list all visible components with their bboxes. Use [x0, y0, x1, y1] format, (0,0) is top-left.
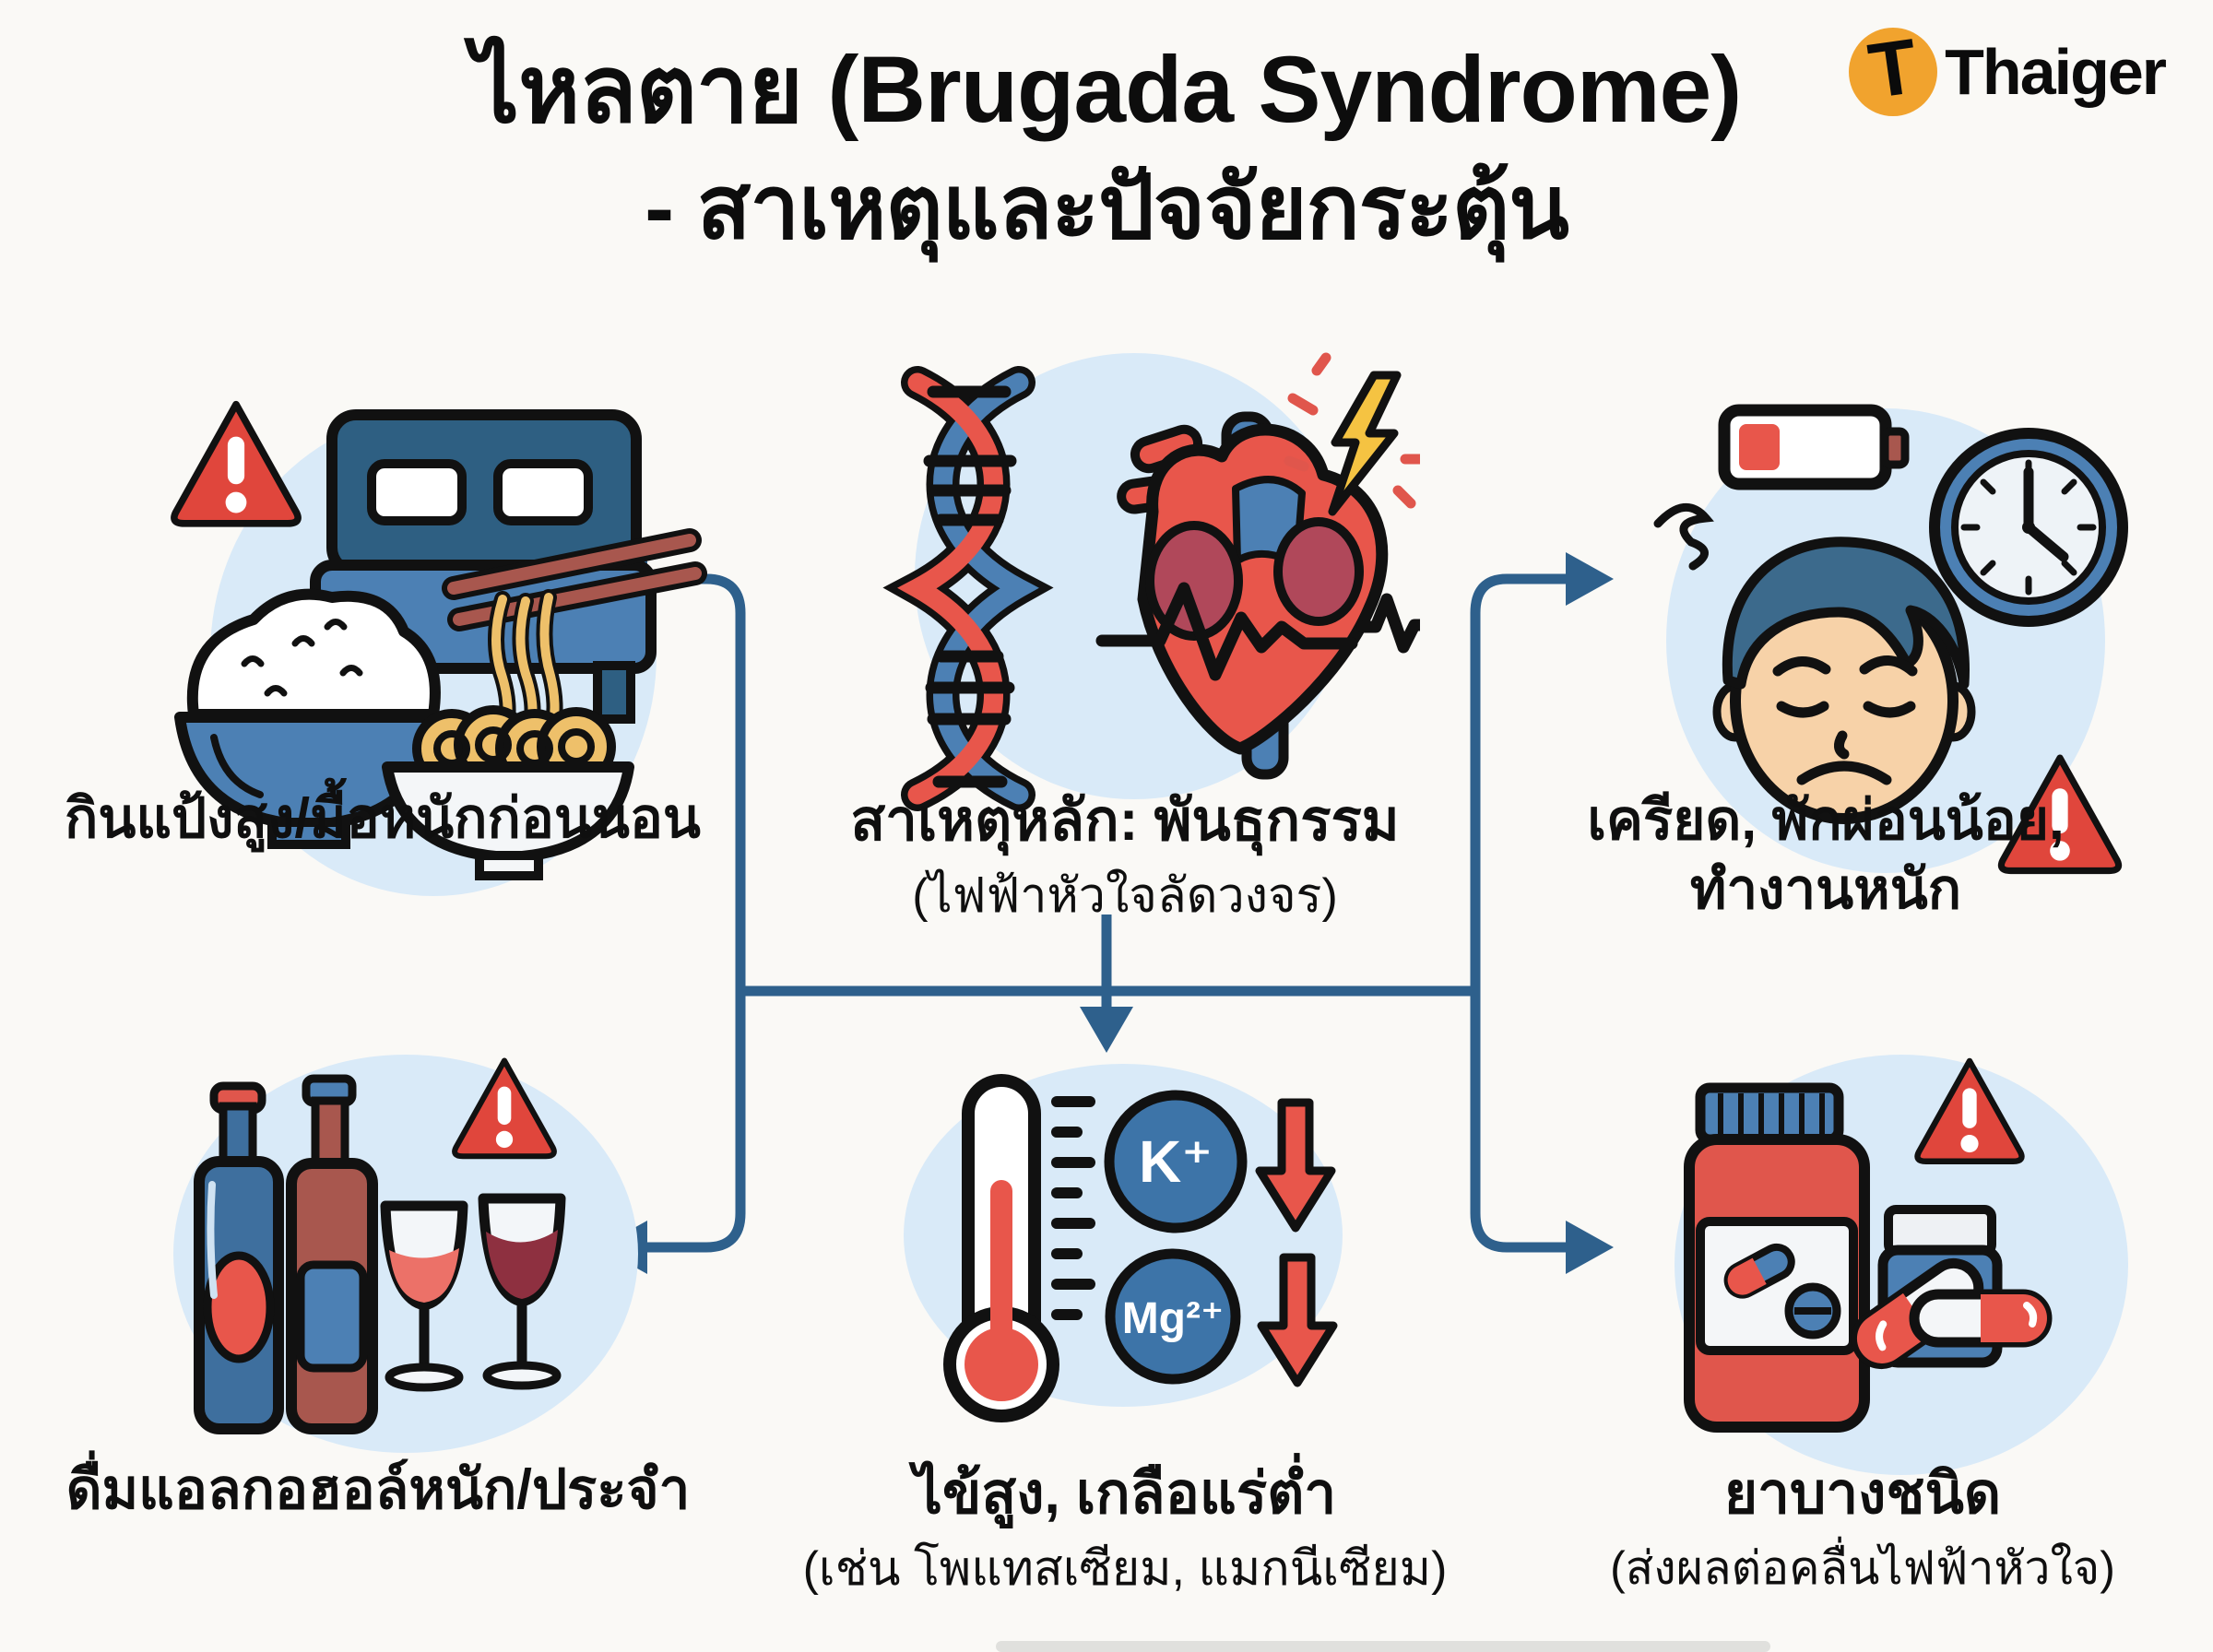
- arrowhead-top-right: [1566, 552, 1614, 606]
- title-line-1: ไหลตาย (Brugada Syndrome): [471, 37, 1742, 142]
- stress-line-2: ทำงานหนัก: [1689, 858, 1962, 920]
- lightning-icon: [1284, 352, 1420, 516]
- dna-icon: [882, 366, 1054, 811]
- warning-icon: [174, 405, 298, 524]
- wine-glass-dark-icon: [478, 1193, 566, 1390]
- medications-title: ยาบางชนิด: [1723, 1462, 2002, 1526]
- heart-icon: [1095, 411, 1420, 780]
- logo-wordmark: Thaiger: [1945, 36, 2167, 108]
- arrowhead-bottom-right: [1566, 1221, 1614, 1274]
- label-food-before-bed: กินแป้งสูง/มื้อหนักก่อนนอน: [65, 787, 701, 849]
- thaiger-logo: T Thaiger: [1849, 21, 2167, 116]
- node-main-cause-genetics: [882, 352, 1420, 811]
- bottom-edge-bar: [996, 1641, 1770, 1652]
- tired-face-icon: [1712, 537, 1976, 824]
- beer-bottle-blue-icon: [194, 1081, 284, 1434]
- right-branch-line: [1470, 573, 1568, 1253]
- pill-bottle-icon: [1684, 1082, 1870, 1433]
- potassium-ion-icon: K⁺: [1104, 1090, 1248, 1233]
- down-arrow-icon: [1255, 1098, 1336, 1233]
- thaiger-logo-icon: T: [1849, 21, 1938, 116]
- magnesium-label: Mg²⁺: [1122, 1294, 1225, 1343]
- stress-line-1: เครียด, พักผ่อนน้อย,: [1587, 789, 2065, 851]
- clock-icon: [1929, 428, 2128, 627]
- label-stress-overwork: เครียด, พักผ่อนน้อย, ทำงานหนัก: [1512, 785, 2139, 924]
- thermometer-icon: [943, 1074, 1095, 1422]
- label-alcohol: ดื่มแอลกอฮอล์หนัก/ประจำ: [65, 1458, 691, 1520]
- label-main-cause: สาเหตุหลัก: พันธุกรรม (ไฟฟ้าหัวใจลัดวงจร…: [775, 785, 1475, 926]
- left-branch-line: [645, 573, 746, 1253]
- title-line-2: - สาเหตุและปัจจัยกระตุ้น: [645, 158, 1569, 257]
- scribble-icon: [1653, 502, 1714, 571]
- label-medications: ยาบางชนิด (ส่งผลต่อคลื่นไฟฟ้าหัวใจ): [1558, 1458, 2167, 1597]
- potassium-label: K⁺: [1139, 1128, 1213, 1195]
- main-cause-subtitle: (ไฟฟ้าหัวใจลัดวงจร): [912, 868, 1338, 923]
- capsule-horizontal-icon: [1909, 1289, 2053, 1348]
- node-food-before-bed: [111, 369, 707, 896]
- node-alcohol: [173, 1055, 638, 1453]
- medications-subtitle: (ส่งผลต่อคลื่นไฟฟ้าหัวใจ): [1610, 1541, 2115, 1594]
- page-title: ไหลตาย (Brugada Syndrome) - สาเหตุและปัจ…: [0, 28, 2213, 266]
- main-cause-title: สาเหตุหลัก: พันธุกรรม: [850, 789, 1400, 853]
- arrowhead-center-down: [1080, 1007, 1133, 1053]
- label-fever-electrolytes: ไข้สูง, เกลือแร่ต่ำ (เช่น โพแทสเซียม, แม…: [784, 1458, 1466, 1599]
- fever-subtitle: (เช่น โพแทสเซียม, แมกนีเซียม): [802, 1541, 1448, 1596]
- noodle-bowl-icon: [382, 705, 634, 880]
- beer-bottle-brown-icon: [286, 1074, 378, 1434]
- wine-glass-light-icon: [380, 1200, 468, 1392]
- fever-title: ไข้สูง, เกลือแร่ต่ำ: [913, 1462, 1337, 1526]
- magnesium-ion-icon: Mg²⁺: [1105, 1248, 1241, 1385]
- node-stress-overwork: [1653, 404, 2128, 885]
- logo-initial: T: [1863, 21, 1923, 114]
- node-fever-electrolytes: K⁺ Mg²⁺: [904, 1064, 1343, 1422]
- node-medications: [1675, 1055, 2128, 1475]
- down-arrow-icon: [1257, 1253, 1338, 1387]
- battery-low-icon: [1718, 404, 1910, 490]
